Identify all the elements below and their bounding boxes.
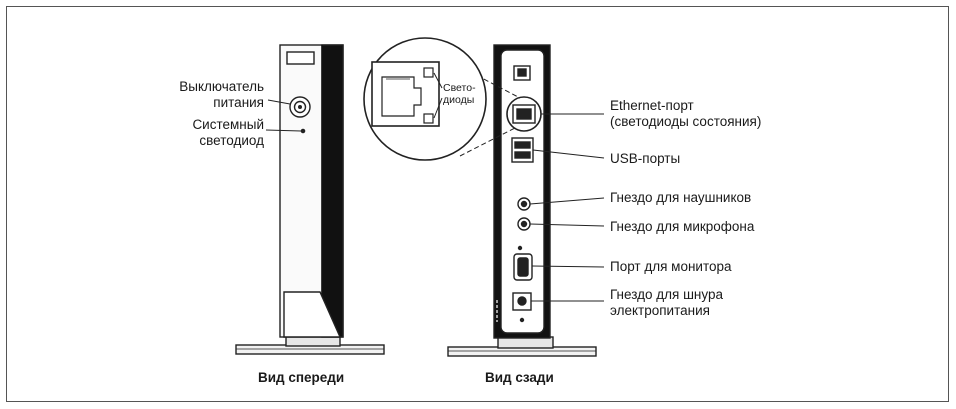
power-jack-label-line1: Гнездо для шнура — [610, 287, 723, 302]
rear-device — [447, 44, 605, 357]
inset-leds-label-line1: Свето- — [443, 82, 476, 94]
front-device — [235, 44, 385, 355]
power-switch-label-line1: Выключатель — [179, 79, 264, 94]
inset-leds-label-line2: диоды — [443, 94, 475, 106]
power-jack-label-line2: электропитания — [610, 303, 710, 318]
system-led-label-line1: Системный — [192, 117, 264, 132]
rear-view-caption: Вид сзади — [485, 370, 554, 385]
ethernet-magnified-inset — [363, 37, 521, 161]
monitor-port-label: Порт для монитора — [610, 259, 732, 274]
system-led-label: Системный светодиод — [150, 117, 264, 149]
inset-leds-label: Свето- диоды — [443, 82, 476, 106]
headphone-jack-label: Гнездо для наушников — [610, 190, 752, 205]
system-led-dot — [300, 128, 306, 134]
diagram-frame — [6, 6, 949, 402]
system-led-label-line2: светодиод — [199, 133, 264, 148]
ethernet-port-label-line1: Ethernet-порт — [610, 98, 694, 113]
front-view-caption: Вид спереди — [258, 370, 345, 385]
power-jack-label: Гнездо для шнура электропитания — [610, 287, 723, 319]
ethernet-port-label-line2: (светодиоды состояния) — [610, 114, 762, 129]
power-switch-label-line2: питания — [213, 95, 264, 110]
front-side-panel — [321, 44, 344, 338]
microphone-jack-label: Гнездо для микрофона — [610, 219, 755, 234]
usb-ports-label: USB-порты — [610, 151, 681, 166]
power-switch-label: Выключатель питания — [150, 79, 264, 111]
ethernet-port-label: Ethernet-порт (светодиоды состояния) — [610, 98, 761, 130]
front-top-slot — [286, 51, 315, 65]
rear-panel — [500, 49, 545, 334]
